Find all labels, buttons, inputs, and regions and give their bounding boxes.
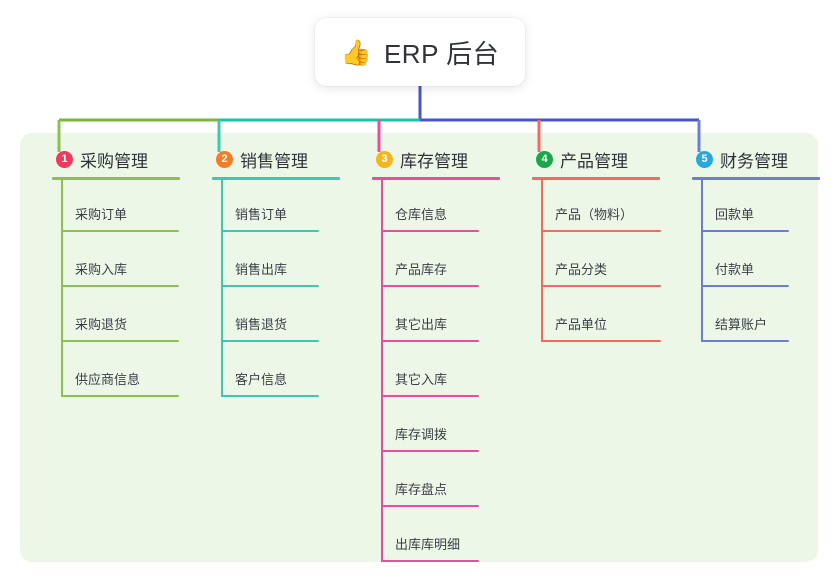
leaf-item[interactable]: 销售退货 bbox=[221, 287, 319, 342]
category-header-2[interactable]: 2 销售管理 bbox=[216, 147, 308, 172]
leaf-item-underline bbox=[541, 230, 661, 232]
leaf-item-label: 付款单 bbox=[715, 262, 755, 277]
leaf-item-underline bbox=[701, 285, 789, 287]
leaf-item-label: 其它出库 bbox=[395, 317, 448, 332]
leaf-item[interactable]: 其它入库 bbox=[381, 342, 479, 397]
category-underline-5 bbox=[692, 177, 820, 180]
leaf-item-underline bbox=[221, 340, 319, 342]
leaf-item-label: 产品分类 bbox=[555, 262, 608, 277]
leaf-item-underline bbox=[381, 395, 479, 397]
leaf-item[interactable]: 销售订单 bbox=[221, 177, 319, 232]
leaf-item[interactable]: 产品库存 bbox=[381, 232, 479, 287]
leaf-item-underline bbox=[381, 285, 479, 287]
leaf-item-underline bbox=[701, 340, 789, 342]
category-underline-1 bbox=[52, 177, 180, 180]
leaf-item-label: 回款单 bbox=[715, 207, 755, 222]
leaf-item-underline bbox=[381, 230, 479, 232]
leaf-item[interactable]: 采购退货 bbox=[61, 287, 179, 342]
category-title-1: 采购管理 bbox=[80, 152, 148, 171]
leaf-item-underline bbox=[541, 340, 661, 342]
leaf-item-underline bbox=[61, 230, 179, 232]
leaf-item[interactable]: 采购订单 bbox=[61, 177, 179, 232]
leaf-item-label: 销售退货 bbox=[235, 317, 288, 332]
category-spine-2 bbox=[221, 177, 223, 397]
leaf-item-label: 销售出库 bbox=[235, 262, 288, 277]
leaf-item-underline bbox=[381, 340, 479, 342]
leaf-item-underline bbox=[381, 450, 479, 452]
leaf-item[interactable]: 仓库信息 bbox=[381, 177, 479, 232]
category-badge-1: 1 bbox=[56, 151, 73, 168]
leaf-item[interactable]: 采购入库 bbox=[61, 232, 179, 287]
category-header-4[interactable]: 4 产品管理 bbox=[536, 147, 628, 172]
category-columns: 1 采购管理采购订单采购入库采购退货供应商信息 2 销售管理销售订单销售出库销售退货客… bbox=[20, 133, 820, 562]
category-underline-4 bbox=[532, 177, 660, 180]
leaf-item-label: 产品（物料） bbox=[555, 207, 634, 222]
category-title-4: 产品管理 bbox=[560, 152, 628, 171]
category-underline-2 bbox=[212, 177, 340, 180]
leaf-item[interactable]: 产品分类 bbox=[541, 232, 661, 287]
leaf-item[interactable]: 供应商信息 bbox=[61, 342, 179, 397]
leaf-item-label: 结算账户 bbox=[715, 317, 768, 332]
category-header-1[interactable]: 1 采购管理 bbox=[56, 147, 148, 172]
leaf-item[interactable]: 结算账户 bbox=[701, 287, 789, 342]
leaf-item-underline bbox=[61, 395, 179, 397]
category-title-5: 财务管理 bbox=[720, 152, 788, 171]
category-spine-1 bbox=[61, 177, 63, 397]
leaf-item[interactable]: 产品（物料） bbox=[541, 177, 661, 232]
category-title-2: 销售管理 bbox=[240, 152, 308, 171]
leaf-item-label: 客户信息 bbox=[235, 372, 288, 387]
leaf-item-underline bbox=[61, 340, 179, 342]
root-node[interactable]: 👍 ERP 后台 bbox=[315, 18, 525, 86]
leaf-item[interactable]: 付款单 bbox=[701, 232, 789, 287]
category-spine-4 bbox=[541, 177, 543, 342]
category-spine-5 bbox=[701, 177, 703, 342]
leaf-item-label: 采购退货 bbox=[75, 317, 128, 332]
leaf-item-label: 供应商信息 bbox=[75, 372, 141, 387]
category-underline-3 bbox=[372, 177, 500, 180]
thumbs-up-icon: 👍 bbox=[340, 38, 372, 67]
leaf-item[interactable]: 库存盘点 bbox=[381, 452, 479, 507]
leaf-item[interactable]: 客户信息 bbox=[221, 342, 319, 397]
leaf-item-label: 库存盘点 bbox=[395, 482, 448, 497]
leaf-item-label: 出库库明细 bbox=[395, 537, 461, 552]
category-title-3: 库存管理 bbox=[400, 152, 468, 171]
leaf-item-label: 销售订单 bbox=[235, 207, 288, 222]
leaf-item[interactable]: 出库库明细 bbox=[381, 507, 479, 562]
leaf-item-label: 产品库存 bbox=[395, 262, 448, 277]
category-header-5[interactable]: 5 财务管理 bbox=[696, 147, 788, 172]
leaf-item-label: 采购入库 bbox=[75, 262, 128, 277]
leaf-item-underline bbox=[381, 505, 479, 507]
leaf-item-label: 仓库信息 bbox=[395, 207, 448, 222]
category-spine-3 bbox=[381, 177, 383, 562]
leaf-item-label: 其它入库 bbox=[395, 372, 448, 387]
category-header-3[interactable]: 3 库存管理 bbox=[376, 147, 468, 172]
leaf-item[interactable]: 库存调拨 bbox=[381, 397, 479, 452]
leaf-item-label: 库存调拨 bbox=[395, 427, 448, 442]
leaf-item-underline bbox=[541, 285, 661, 287]
board-background bbox=[20, 133, 818, 562]
leaf-item-underline bbox=[221, 285, 319, 287]
leaf-item-underline bbox=[61, 285, 179, 287]
leaf-item-underline bbox=[381, 560, 479, 562]
leaf-item-underline bbox=[221, 230, 319, 232]
leaf-item[interactable]: 产品单位 bbox=[541, 287, 661, 342]
leaf-item-label: 产品单位 bbox=[555, 317, 608, 332]
category-badge-2: 2 bbox=[216, 151, 233, 168]
root-title: ERP 后台 bbox=[383, 38, 500, 69]
leaf-item[interactable]: 其它出库 bbox=[381, 287, 479, 342]
category-badge-3: 3 bbox=[376, 151, 393, 168]
leaf-item-underline bbox=[701, 230, 789, 232]
leaf-item-label: 采购订单 bbox=[75, 207, 128, 222]
category-badge-5: 5 bbox=[696, 151, 713, 168]
leaf-item[interactable]: 回款单 bbox=[701, 177, 789, 232]
leaf-item[interactable]: 销售出库 bbox=[221, 232, 319, 287]
leaf-item-underline bbox=[221, 395, 319, 397]
category-badge-4: 4 bbox=[536, 151, 553, 168]
